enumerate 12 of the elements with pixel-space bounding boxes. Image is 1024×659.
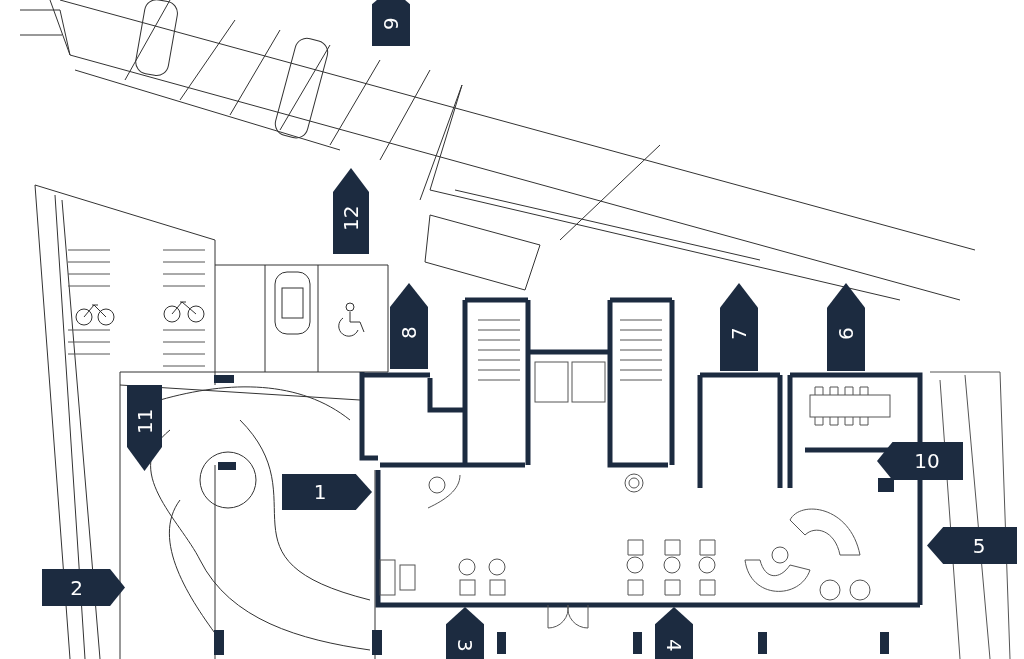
callout-number: 10: [877, 442, 963, 480]
callout-number: 3: [446, 607, 484, 659]
callout-number: 6: [827, 283, 865, 371]
callout-number: 4: [655, 607, 693, 659]
callout-number: 5: [927, 527, 1017, 564]
callout-number: 8: [390, 283, 428, 369]
callout-number: 12: [333, 168, 369, 254]
callout-number: 2: [42, 569, 125, 606]
callout-number: 7: [720, 283, 758, 371]
callout-number: 11: [127, 385, 162, 471]
callout-number: 1: [282, 474, 372, 510]
callout-number: 9: [372, 0, 410, 46]
